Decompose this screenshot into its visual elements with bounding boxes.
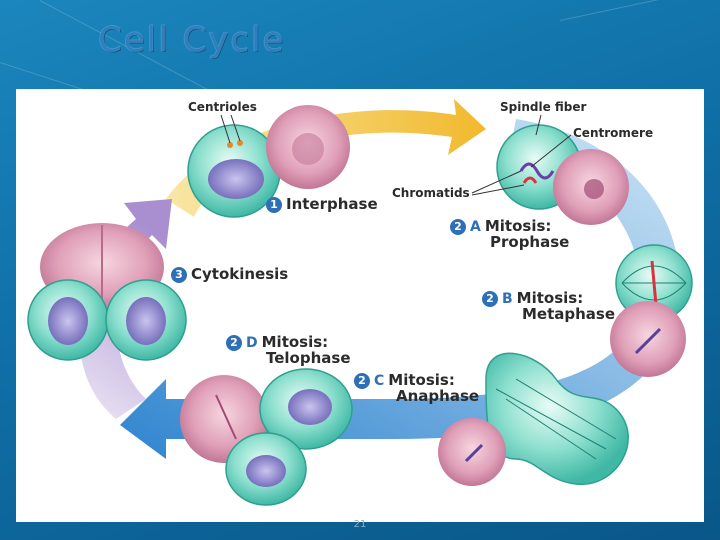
step-badge: 2	[354, 373, 370, 389]
step-badge: 2	[450, 219, 466, 235]
telophase-cell	[225, 368, 353, 506]
cytokinesis-cell-right	[105, 279, 187, 361]
stage-type: Mitosis:	[484, 217, 552, 235]
stage-name: Interphase	[286, 195, 378, 213]
step-badge: 1	[266, 197, 282, 213]
label-centrioles: Centrioles	[188, 100, 257, 114]
label-spindle-fiber: Spindle fiber	[500, 100, 587, 114]
step-letter: A	[470, 219, 481, 235]
step-letter: C	[374, 373, 385, 389]
stage-name: Anaphase	[396, 387, 480, 405]
interphase-photo	[266, 105, 350, 189]
cycle-arrow-purple	[79, 199, 172, 419]
page-number: 21	[353, 519, 367, 530]
stage-name: Telophase	[266, 349, 351, 367]
label-pointer-lines	[220, 114, 572, 196]
cycle-arrow-blue	[120, 119, 680, 459]
cell-cycle-illustration	[27, 99, 693, 506]
step-badge: 2	[226, 335, 242, 351]
slide-title: Cell Cycle	[98, 20, 286, 60]
metaphase-photo	[610, 301, 686, 377]
label-centromere: Centromere	[573, 126, 654, 140]
stage-type: Mitosis:	[516, 289, 584, 307]
cytokinesis-cell-left	[27, 279, 109, 361]
step-badge: 3	[171, 267, 187, 283]
step-letter: B	[502, 291, 513, 307]
metaphase-cell	[615, 244, 693, 322]
stage-type: Mitosis:	[261, 333, 329, 351]
cell-cycle-diagram: Centrioles Spindle fiber Centromere Chro…	[16, 89, 704, 522]
step-letter: D	[246, 335, 258, 351]
prophase-photo	[553, 149, 629, 225]
interphase-cell	[187, 124, 281, 218]
stage-name: Metaphase	[522, 305, 616, 323]
anaphase-cell	[485, 352, 629, 485]
stage-type: Mitosis:	[388, 371, 455, 389]
stage-name: Prophase	[490, 233, 570, 251]
anaphase-photo	[438, 418, 506, 486]
stage-name: Cytokinesis	[191, 265, 289, 283]
step-badge: 2	[482, 291, 498, 307]
decorative-line	[560, 0, 720, 21]
cycle-arrow-yellow	[166, 99, 486, 217]
label-chromatids: Chromatids	[392, 186, 470, 200]
